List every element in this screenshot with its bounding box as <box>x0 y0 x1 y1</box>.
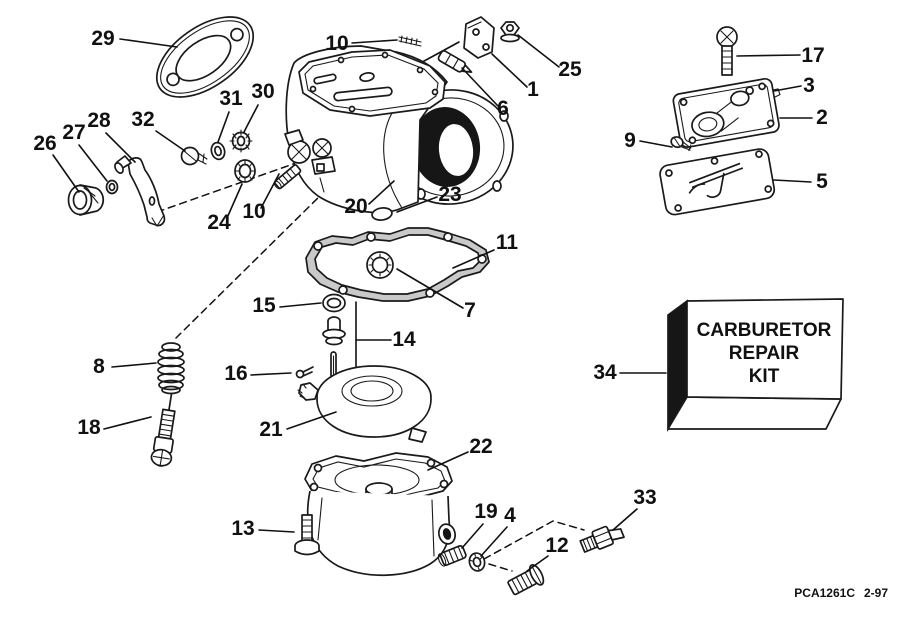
footer-date-code: 2-97 <box>864 586 888 600</box>
callout-2: 2 <box>816 106 828 129</box>
callout-26: 26 <box>33 132 56 155</box>
callout-14: 14 <box>392 328 416 351</box>
callout-34: 34 <box>593 361 617 384</box>
callout-19: 19 <box>474 500 497 523</box>
part-knurled-washer-24 <box>234 159 256 183</box>
callout-5: 5 <box>816 170 828 193</box>
part-screw-13 <box>294 514 320 556</box>
callout-16: 16 <box>224 362 247 385</box>
part-star-washer-30 <box>229 129 253 153</box>
callout-24: 24 <box>207 211 231 234</box>
kit-box-line-1: CARBURETOR <box>697 320 832 341</box>
callout-3: 3 <box>803 74 815 97</box>
callout-18: 18 <box>77 416 101 439</box>
part-screw-32 <box>180 146 208 166</box>
part-drain-screw-12 <box>507 564 545 596</box>
part-bracket-1 <box>414 16 495 67</box>
part-screw-9 <box>670 136 692 152</box>
callout-10b: 10 <box>242 200 265 223</box>
leader-lines <box>52 34 813 572</box>
part-pin-10 <box>398 35 422 47</box>
part-diaphragm-plate-5 <box>659 148 776 216</box>
callout-31: 31 <box>219 87 243 110</box>
callout-28: 28 <box>87 109 111 132</box>
part-screw-17 <box>716 26 738 76</box>
callout-15: 15 <box>252 294 276 317</box>
callout-27: 27 <box>62 121 85 144</box>
part-needle-valve-6 <box>437 50 473 73</box>
part-oring-23 <box>371 207 393 221</box>
callout-13: 13 <box>231 517 254 540</box>
footer-part-code: PCA1261C <box>794 586 855 600</box>
callout-33: 33 <box>633 486 656 509</box>
callout-labels: 29 10 1 25 6 17 3 2 9 5 26 27 28 32 31 3… <box>33 27 828 557</box>
callout-4: 4 <box>504 504 516 527</box>
part-spring-8 <box>157 342 185 395</box>
part-bushing-26 <box>67 184 105 216</box>
callout-8: 8 <box>93 355 105 378</box>
repair-kit-box: CARBURETOR REPAIR KIT <box>667 298 844 433</box>
callout-11: 11 <box>496 231 519 254</box>
part-gasket-29 <box>155 16 255 98</box>
callout-7: 7 <box>464 299 476 322</box>
callout-10a: 10 <box>325 32 348 55</box>
part-bowl-gasket-11 <box>305 227 490 302</box>
callout-32: 32 <box>131 108 154 131</box>
callout-1: 1 <box>527 78 539 101</box>
callout-21: 21 <box>259 418 283 441</box>
callout-17: 17 <box>801 44 824 67</box>
assembly-dashed-lines <box>156 162 585 572</box>
part-clip-16 <box>295 366 314 379</box>
callout-23: 23 <box>438 183 461 206</box>
callout-9: 9 <box>624 129 636 152</box>
carburetor-body <box>284 45 514 214</box>
callout-29: 29 <box>91 27 114 50</box>
part-plug-19 <box>437 544 467 567</box>
callout-6: 6 <box>497 97 509 120</box>
part-float-21 <box>297 365 432 443</box>
callout-12: 12 <box>545 534 568 557</box>
part-float-bowl-22 <box>304 452 456 576</box>
part-oring-15 <box>322 293 346 313</box>
part-oring-27 <box>105 179 119 195</box>
kit-box-line-2: REPAIR <box>729 343 800 364</box>
part-arm-28 <box>114 155 166 228</box>
part-needle-18 <box>150 392 176 467</box>
callout-20: 20 <box>344 195 367 218</box>
part-fitting-33 <box>579 525 625 553</box>
part-nut-25 <box>500 21 520 43</box>
part-pump-cover-2 <box>672 77 780 148</box>
footer: PCA1261C 2-97 <box>794 586 888 600</box>
callout-30: 30 <box>251 80 274 103</box>
kit-box-line-3: KIT <box>749 366 780 387</box>
part-washer-31 <box>210 141 226 161</box>
callout-25: 25 <box>558 58 582 81</box>
part-needle-seat-14 <box>322 301 357 379</box>
part-washer-4 <box>468 552 486 572</box>
callout-22: 22 <box>469 435 492 458</box>
